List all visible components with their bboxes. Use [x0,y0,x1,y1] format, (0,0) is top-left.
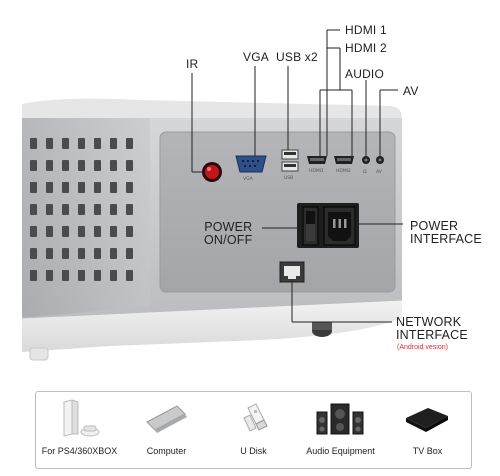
usb-ports: USB [281,149,299,181]
laptop-icon [146,405,187,433]
av-label: AV [403,84,419,98]
callout-lines [191,29,403,323]
usb-label: USB x2 [276,50,318,64]
projector-base [22,300,402,352]
audio-av-jacks: Ω AV [362,156,384,175]
usb-panel-text: USB [284,175,293,181]
device-udisk: U Disk [210,392,297,468]
rear-io-panel [159,131,396,293]
front-foot [29,347,49,361]
power-interface-label: POWER INTERFACE [410,219,482,246]
device-udisk-label: U Disk [240,446,267,456]
game-console-icon [63,399,100,437]
ir-label: IR [186,57,199,71]
ethernet-port [279,261,305,283]
tv-box-icon [406,408,448,432]
usb-drive-icon [243,403,268,432]
network-interface-label: NETWORK INTERFACE [396,315,468,342]
speakers-icon [316,403,364,435]
vga-port: VGA [235,155,267,182]
audio-panel-text: Ω [363,169,367,175]
device-audio: Audio Equipment [297,392,384,468]
audio-label: AUDIO [345,67,385,81]
device-computer: Computer [123,392,210,468]
vga-panel-text: VGA [243,176,254,182]
device-audio-label: Audio Equipment [306,446,375,456]
projector-rear-illustration: VGA USB HDMI1 HDMI2 Ω AV [21,29,403,361]
ir-receiver [202,162,222,182]
projector-lid [22,98,402,118]
hdmi-ports: HDMI1 HDMI2 [307,156,354,174]
device-computer-label: Computer [146,446,187,456]
hdmi2-label: HDMI 2 [345,41,387,55]
power-switch-label: POWER ON/OFF [204,220,253,247]
av-panel-text: AV [376,169,383,175]
hdmi1-label: HDMI 1 [345,23,387,37]
power-module [297,203,359,248]
vga-label: VGA [243,50,269,64]
network-android-note: (Android vesion) [397,344,448,351]
hdmi2-panel-text: HDMI2 [336,168,351,174]
hdmi1-panel-text: HDMI1 [309,168,324,174]
vent-grid [30,138,133,281]
device-ps4-label: For PS4/360XBOX [41,446,118,456]
compatible-devices-panel: For PS4/360XBOX Computer U Disk [35,391,472,469]
device-ps4: For PS4/360XBOX [36,392,123,468]
device-tvbox: TV Box [384,392,471,468]
device-tvbox-label: TV Box [412,446,443,456]
